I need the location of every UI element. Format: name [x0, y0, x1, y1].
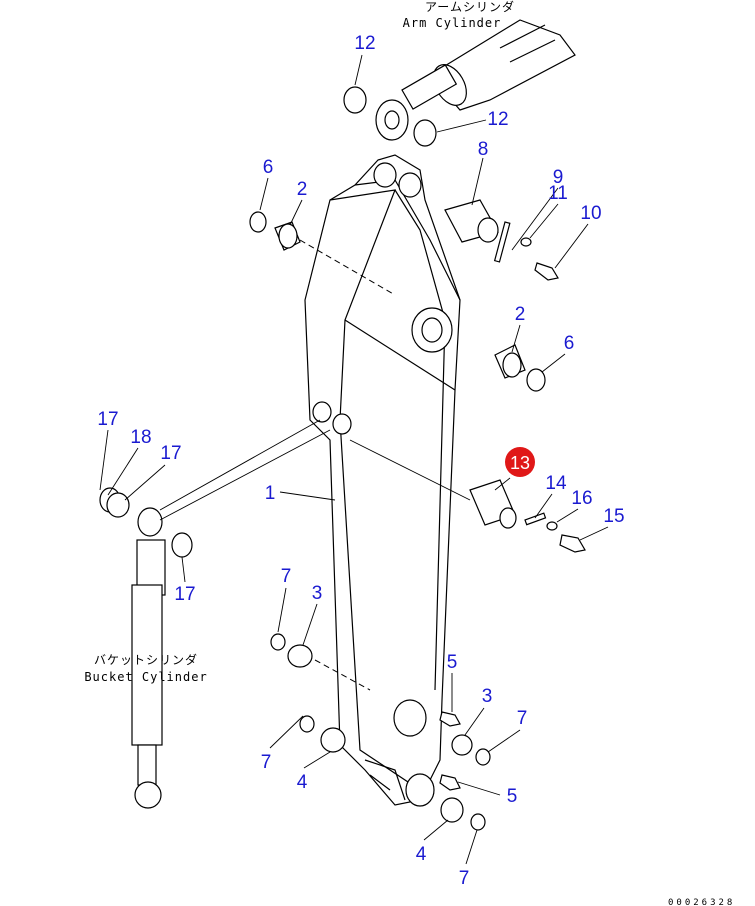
arm-cylinder [375, 19, 576, 141]
callout-2-top: 2 [297, 179, 308, 200]
bolt-10 [534, 262, 559, 281]
bucket-cylinder-label: Bucket Cylinder [84, 670, 207, 684]
callouts: 12 12 8 6 2 9 11 10 2 6 17 18 17 13 1 14… [97, 33, 624, 889]
callout-7-b: 7 [261, 752, 272, 773]
callout-5-a: 5 [447, 652, 458, 673]
washer-12-top [343, 86, 367, 114]
callout-7-d: 7 [459, 868, 470, 889]
callout-6-top: 6 [263, 157, 274, 178]
plate-9 [493, 221, 511, 263]
washer-11 [520, 237, 532, 247]
pin-13-head [499, 507, 517, 529]
bushing-4-left [320, 727, 346, 753]
callout-18: 18 [130, 427, 151, 448]
seal-7-b [299, 715, 315, 733]
bushing-2-top-end [278, 223, 298, 249]
callout-10: 10 [580, 203, 601, 224]
callout-17-c: 17 [174, 584, 195, 605]
callout-2-right: 2 [515, 304, 526, 325]
callout-13[interactable]: 13 [510, 453, 530, 473]
callout-16: 16 [571, 488, 592, 509]
callout-3-left: 3 [312, 583, 323, 604]
callout-17-b: 17 [160, 443, 181, 464]
bucket-cylinder [99, 419, 331, 809]
seal-7-a [270, 633, 286, 651]
callout-7-a: 7 [281, 566, 292, 587]
callout-4-right: 4 [416, 844, 427, 865]
callout-11: 11 [548, 183, 568, 204]
pin-8-head [477, 217, 499, 243]
callout-12-bottom: 12 [487, 109, 508, 130]
bushing-2-right-end [502, 352, 522, 378]
callout-8: 8 [478, 139, 489, 160]
grease-fitting-5-b [439, 774, 461, 791]
callout-6-right: 6 [564, 333, 575, 354]
arm-cylinder-label-jp: アームシリンダ [425, 0, 515, 14]
arm-cylinder-label: Arm Cylinder [403, 16, 502, 30]
seal-7-c [475, 748, 491, 766]
callout-5-b: 5 [507, 786, 518, 807]
callout-13-highlight [505, 447, 535, 477]
callout-14: 14 [545, 473, 567, 494]
bushing-4-right [440, 797, 464, 823]
callout-12-top: 12 [354, 33, 375, 54]
callout-3-right: 3 [482, 686, 493, 707]
seal-6-right [526, 368, 546, 392]
callout-17-a: 17 [97, 409, 118, 430]
callout-15: 15 [603, 506, 624, 527]
plate-14 [524, 512, 547, 526]
arm-body [304, 154, 461, 807]
bucket-cylinder-label-jp: バケットシリンダ [94, 652, 198, 667]
callout-9: 9 [553, 167, 564, 188]
bushing-3-right [451, 734, 473, 756]
seal-6-top [249, 211, 267, 233]
callout-1: 1 [265, 483, 276, 504]
washer-16 [546, 521, 558, 531]
callout-7-c: 7 [517, 708, 528, 729]
washer-12-bottom [413, 119, 437, 147]
drawing-code: 00026328 [668, 898, 735, 906]
bolt-15 [559, 534, 586, 553]
grease-fitting-5-a [439, 711, 461, 727]
leader-lines [99, 54, 609, 865]
bushing-3-left [287, 644, 313, 668]
callout-4-left: 4 [297, 772, 308, 793]
seal-7-d [470, 813, 486, 831]
